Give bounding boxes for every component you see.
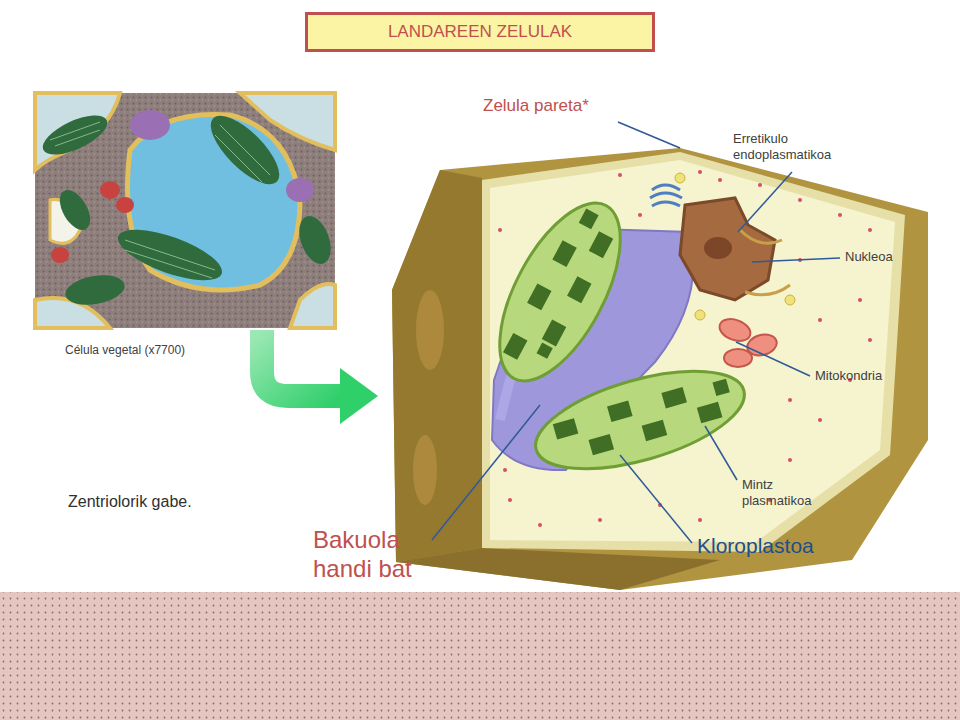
- arrow-symbol: [262, 330, 378, 424]
- title-box: LANDAREEN ZELULAK: [305, 12, 655, 52]
- leader-lines: [432, 122, 840, 543]
- micrograph: [35, 93, 337, 328]
- part-label: Bakuola handi bat: [313, 526, 433, 584]
- part-label: Nukleoa: [845, 249, 893, 265]
- plant-cell: [392, 148, 928, 590]
- part-label: Mintz plasmatikoa: [742, 477, 842, 508]
- part-label: Zelula pareta*: [483, 96, 589, 116]
- part-label: Kloroplastoa: [697, 533, 814, 558]
- part-label: Erretikulo endoplasmatikoa: [733, 131, 873, 162]
- micrograph-caption: Célula vegetal (x7700): [65, 343, 185, 357]
- dotted-band: [0, 592, 960, 720]
- part-label: Mitokondria: [815, 368, 882, 384]
- note: Zentriolorik gabe.: [68, 492, 192, 511]
